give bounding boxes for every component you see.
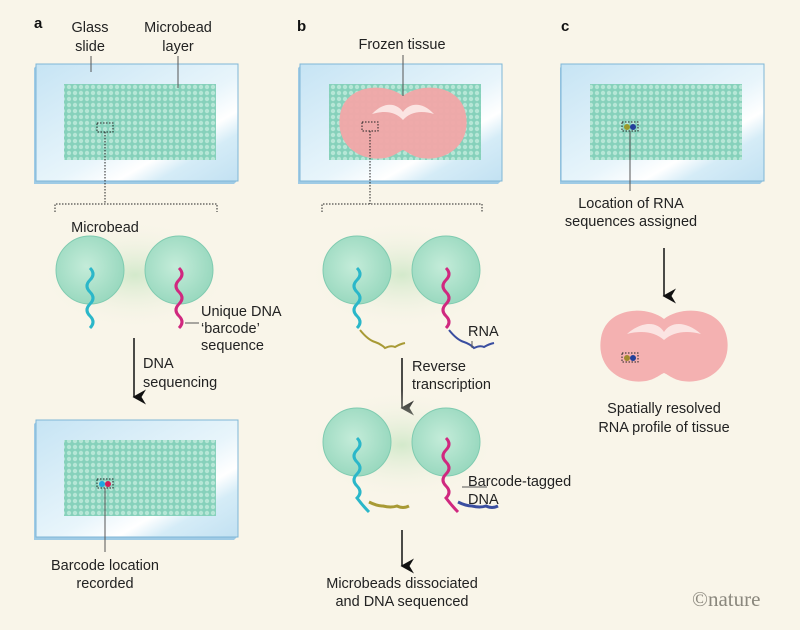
tagged-dna-cyan [352,436,371,514]
tagged-dna-label-line1: Barcode-tagged [468,474,571,490]
panel-a-letter: a [34,15,43,32]
glass-slide-b [298,63,503,184]
tissue-profile-c [600,310,728,382]
result-label-line1-b: Microbeads dissociated [326,576,478,592]
barcode-label-line3: sequence [201,338,264,354]
microbead-4-b [411,407,481,477]
barcode-location-label-line2: recorded [76,576,133,592]
glass-slide-label-line1: Glass [71,20,108,36]
glass-slide-c [560,63,765,184]
dna-strand-cyan-b [352,266,362,330]
tagged-dna-label-line2: DNA [468,492,499,508]
zoom-bracket-a [54,132,218,212]
location-label-line2: sequences assigned [565,214,697,230]
microbead-3-b [322,407,392,477]
barcode-location-label-line1: Barcode location [51,558,159,574]
glass-slide-a-result [34,419,239,540]
step-label-line2-a: sequencing [143,375,217,391]
result-label-line2-b: and DNA sequenced [335,594,468,610]
barcode-label-line1: Unique DNA [201,304,282,320]
result-label-line2-c: RNA profile of tissue [598,420,729,436]
nature-credit-logo: ©nature [692,587,760,611]
tagged-dna-blue [457,500,499,509]
step-label-line1-b: Reverse [412,359,466,375]
tissue-hippocampus-b [372,104,434,120]
microbead-layer-label-line1: Microbead [144,20,212,36]
location-dot-olive [624,124,630,130]
glass-slide-a [34,63,239,184]
dna-barcode-magenta-b [441,266,451,330]
panel-c-letter: c [561,18,569,35]
glass-slide-label-line2: slide [75,39,105,55]
location-dot-red [105,481,111,487]
location-dot-blue [630,124,636,130]
microbead-layer-label-line2: layer [162,39,194,55]
zoom-bracket-b [321,131,483,212]
dna-strand-cyan-a [85,266,95,330]
rna-label: RNA [468,324,499,340]
captured-rna-olive [359,329,406,350]
tissue-section-b [339,87,467,159]
microbead-label: Microbead [71,220,139,236]
tagged-dna-magenta [441,436,460,514]
location-dot-cyan [99,481,105,487]
result-label-line1-c: Spatially resolved [607,401,721,417]
dna-barcode-magenta-a [174,266,184,330]
profile-dot-blue [630,355,636,361]
step-label-line1-a: DNA [143,356,174,372]
microbead-layer-a [64,84,216,160]
profile-dot-olive [624,355,630,361]
panel-b-letter: b [297,18,306,35]
frozen-tissue-label: Frozen tissue [358,37,445,53]
step-label-line2-b: transcription [412,377,491,393]
tagged-dna-olive [368,500,410,509]
barcode-label-line2: ‘barcode’ [201,321,260,337]
captured-rna-blue [448,329,495,350]
location-label-line1: Location of RNA [578,196,684,212]
